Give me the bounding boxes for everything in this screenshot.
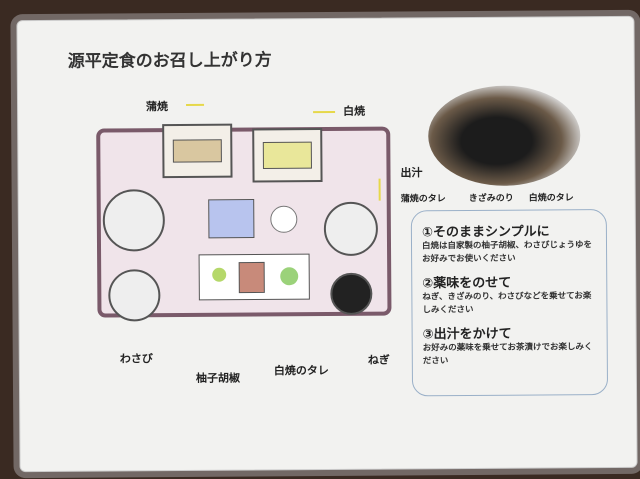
label-shirayaki: 白焼 [343,104,366,118]
pickles-dish [330,272,373,315]
nori-dish [208,199,255,239]
step-heading: ②薬味をのせて [422,275,512,292]
label-negi: ねぎ [367,353,390,367]
step-text: お好みの薬味を乗せてお茶漬けでお楽しみください [422,342,593,367]
page-title: 源平定食のお召し上がり方 [67,50,272,72]
label-shirayaki-tare: 白焼のタレ [273,363,329,378]
photo-label: 白焼のタレ [528,193,574,204]
step-text: 白焼は自家製の柚子胡椒、わさびじょうゆをお好みでお使いください [421,240,593,265]
step-heading: ①そのままシンプルに [421,224,550,241]
step-heading: ③出汁をかけて [422,326,512,343]
negi [280,267,299,286]
kabayaki [172,139,222,163]
label-yuzukosho: 柚子胡椒 [195,371,240,385]
instructions-box: ①そのままシンプルに 白焼は自家製の柚子胡椒、わさびじょうゆをお好みでお使いくだ… [410,209,609,397]
soup-bowl [108,269,161,322]
condiments-photo [427,85,581,187]
tray-illustration [96,123,392,322]
rice-bowl [102,189,165,252]
teapot [323,201,378,256]
photo-label: 蒲焼のタレ [400,194,446,205]
wasabi [212,267,227,282]
tare [238,261,265,294]
menu-card: 源平定食のお召し上がり方 蒲焼 白焼 出汁 わさび 柚子胡椒 白焼のタレ ねぎ … [16,15,638,473]
small-dish [270,205,298,233]
photo-label: きざみのり [468,193,514,205]
step-text: ねぎ、きざみのり、わさびなどを乗せてお楽しみください [422,291,592,316]
shirayaki [262,141,312,169]
label-dashi: 出汁 [400,166,423,180]
label-kabayaki: 蒲焼 [145,100,169,114]
label-wasabi: わさび [119,352,153,366]
